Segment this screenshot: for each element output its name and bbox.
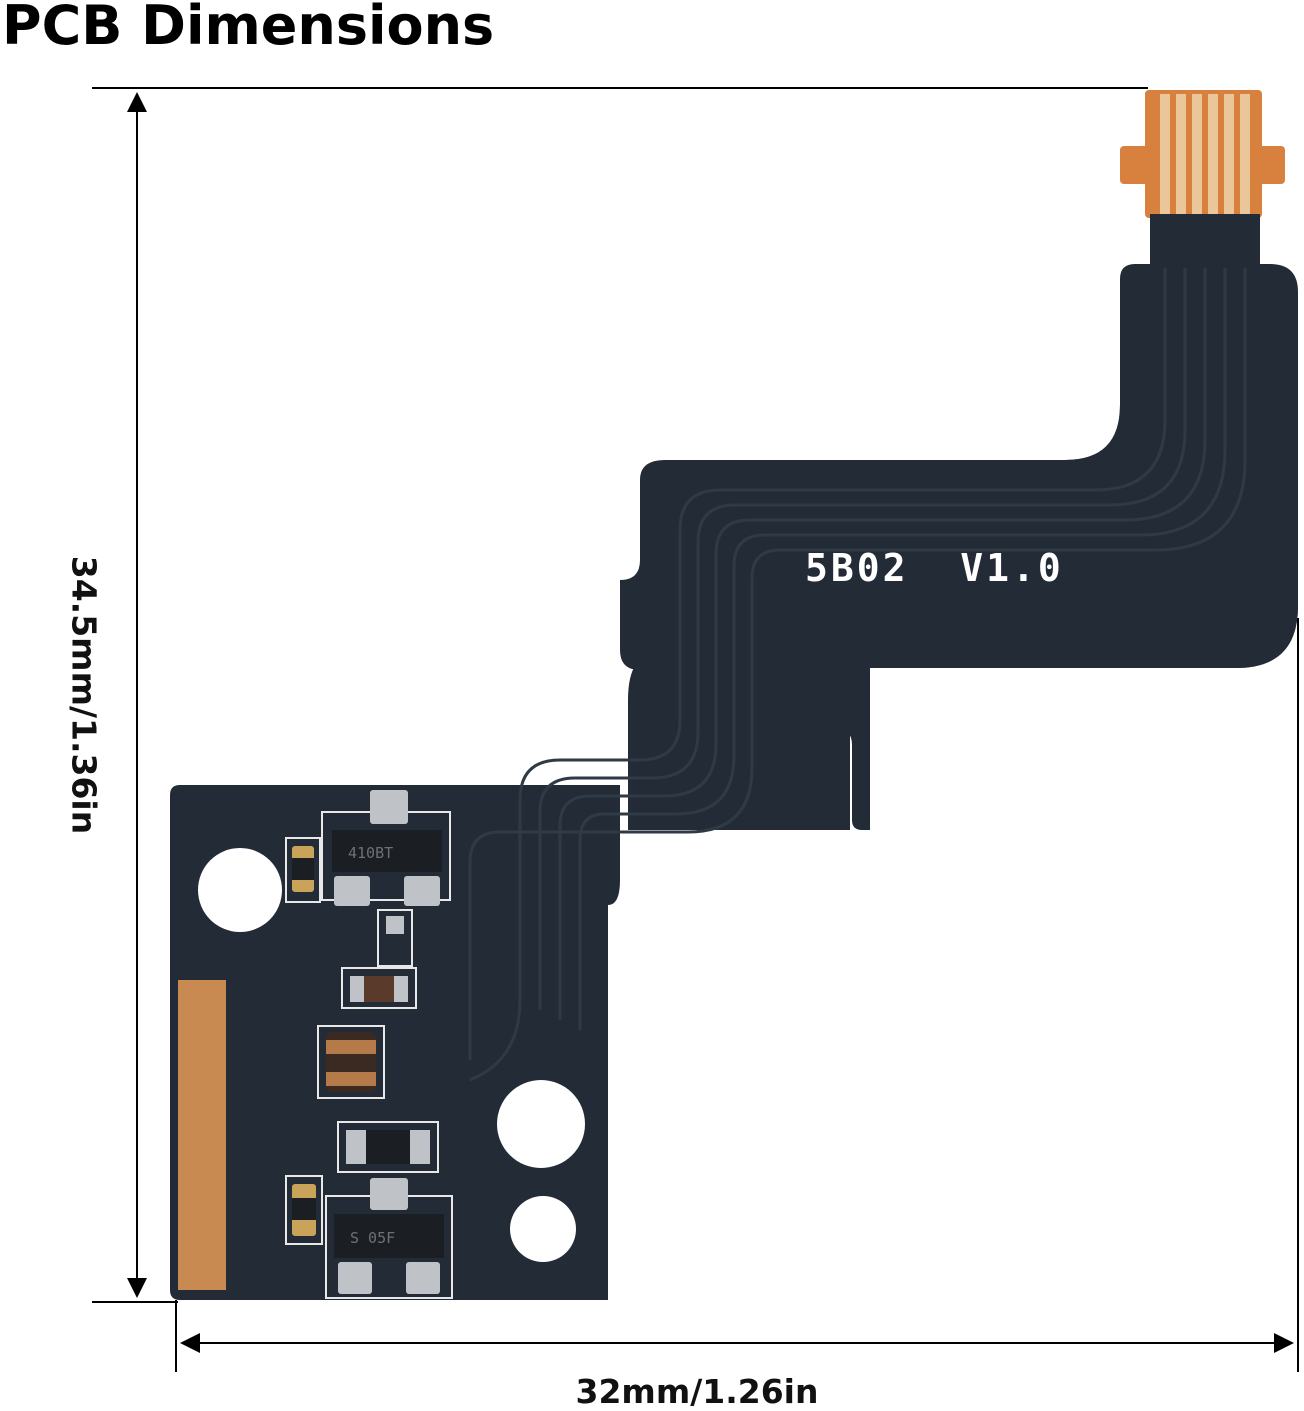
- width-dimension-label: 32mm/1.26in: [575, 1372, 819, 1411]
- edge-contact: [178, 980, 226, 1290]
- page-title: PCB Dimensions: [2, 0, 495, 57]
- ic-marking-bottom: S 05F: [350, 1229, 395, 1247]
- flex-connector: [1120, 90, 1285, 268]
- pcb-traces: [468, 268, 1247, 1082]
- mounting-holes: [198, 848, 585, 1262]
- ic-marking-top: 410BT: [348, 844, 393, 862]
- flex-neck: [1150, 214, 1260, 268]
- width-dimension: [175, 618, 1299, 1372]
- pcb-silkscreen-label: 5B02 V1.0: [805, 546, 1064, 590]
- height-dimension: [92, 87, 1148, 1303]
- mounting-hole-top: [198, 848, 282, 932]
- components: 410BT S 05F: [285, 790, 453, 1299]
- mounting-hole-middle: [497, 1080, 585, 1168]
- mounting-hole-bottom: [510, 1196, 576, 1262]
- height-dimension-label: 34.5mm/1.36in: [64, 555, 104, 835]
